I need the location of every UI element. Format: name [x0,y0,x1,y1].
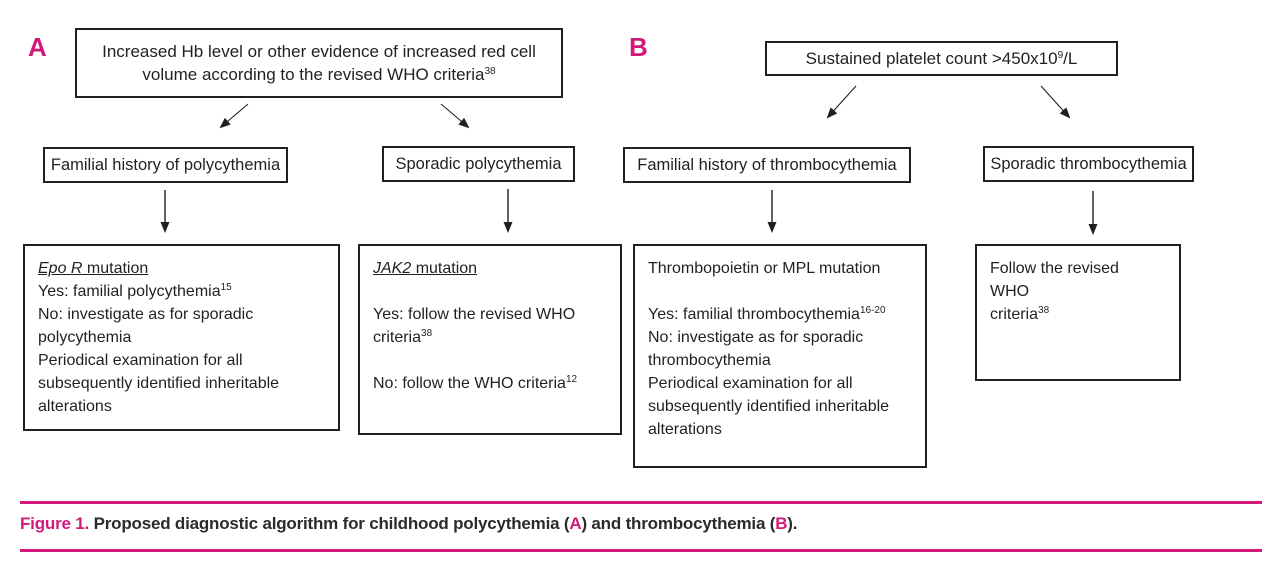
outcome-no-line: No: investigate as for sporadic polycyth… [38,306,254,347]
jak2-mutation-title: JAK2 mutation [373,260,478,277]
outcome-yes-line: Yes: familial polycythemia15 [38,282,232,301]
reference-superscript: 38 [421,328,433,340]
arrow-b-right-diagonal [1040,85,1071,119]
tpo-mpl-mutation-title: Thrombopoietin or MPL mutation [648,260,881,277]
panel-a-sporadic-outcome-box: JAK2 mutation Yes: follow the revised WH… [358,244,622,435]
outcome-note-line: Periodical examination for all subsequen… [38,352,280,416]
outcome-no-line: No: investigate as for sporadic thromboc… [648,329,864,370]
reference-superscript: 16-20 [859,305,886,317]
panel-a-label: A [28,32,47,62]
outcome-no-line: No: follow the WHO criteria12 [373,374,578,393]
panel-a-familial-branch-box: Familial history of polycythemia [43,147,288,183]
panel-a-familial-outcome-box: Epo R mutation Yes: familial polycythemi… [23,244,340,431]
caption-bottom-rule [20,549,1262,552]
panel-b-familial-outcome-box: Thrombopoietin or MPL mutation Yes: fami… [633,244,927,468]
epor-mutation-title: Epo R mutation [38,260,149,277]
reference-superscript: 15 [220,282,232,294]
outcome-yes-line: Yes: familial thrombocythemia16-20 [648,305,886,324]
arrow-b-left-diagonal [826,85,857,119]
panel-a-root-line1: Increased Hb level or other evidence of … [102,41,536,61]
exponent-superscript: 9 [1057,49,1064,61]
reference-superscript: 38 [484,66,496,77]
panel-b-root-text: Sustained platelet count >450x109/L [805,48,1078,68]
panel-b-sporadic-branch-box: Sporadic thrombocythemia [983,146,1194,182]
panel-b-sporadic-outcome-box: Follow the revised WHO criteria38 [975,244,1181,381]
caption-top-rule [20,501,1262,504]
reference-superscript: 12 [565,374,578,386]
caption-ref-b: B [775,514,788,533]
figure-number-label: Figure 1. [20,514,90,533]
panel-b-label: B [629,32,648,62]
caption-ref-a: A [569,514,582,533]
reference-superscript: 38 [1038,305,1050,317]
panel-a-root-box: Increased Hb level or other evidence of … [75,28,563,98]
arrow-a-right-diagonal [440,103,470,129]
panel-b-root-box: Sustained platelet count >450x109/L [765,41,1118,76]
outcome-note-line: Periodical examination for all subsequen… [648,375,890,439]
outcome-yes-line: Yes: follow the revised WHO criteria38 [373,306,576,347]
panel-a-sporadic-branch-box: Sporadic polycythemia [382,146,575,182]
arrow-a-left-diagonal [219,103,249,129]
panel-b-familial-branch-box: Familial history of thrombocythemia [623,147,911,183]
panel-a-root-line2: volume according to the revised WHO crit… [142,65,496,84]
figure-caption: Figure 1. Proposed diagnostic algorithm … [20,514,798,533]
